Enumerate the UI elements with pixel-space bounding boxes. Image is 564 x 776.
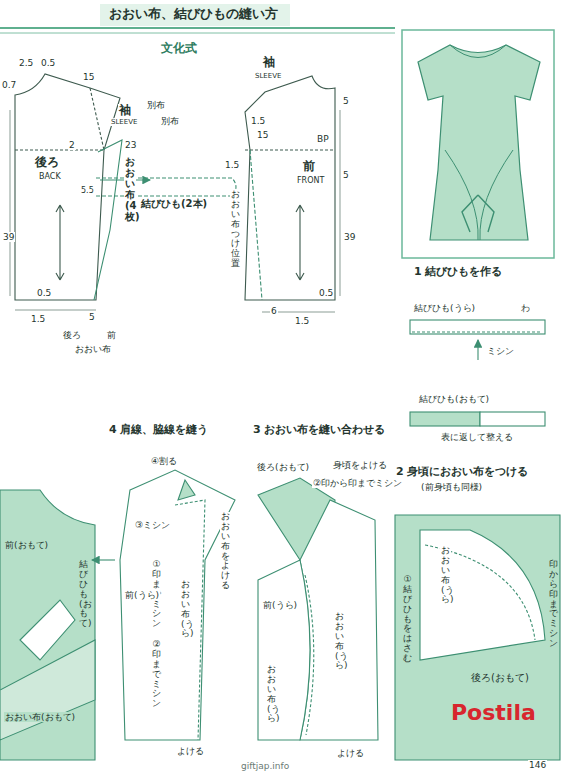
pattern-label: 1.5 (224, 160, 240, 170)
pattern-label: よける (176, 746, 205, 756)
pattern-label: 結びひも(おもて) (418, 394, 490, 404)
vertical-note: おおい布をよける (220, 512, 231, 591)
pattern-label: 後ろ(おもて) (256, 462, 310, 472)
pattern-label: 身頃をよける (332, 460, 388, 470)
pattern-label: 15 (82, 72, 95, 82)
vertical-note: おおい布(うら) (334, 612, 345, 671)
pattern-label: 結びひも(うら) (413, 303, 476, 313)
pattern-label: 23 (124, 140, 137, 150)
pattern-label: わ (520, 303, 531, 313)
pattern-label: 前(うら) (262, 600, 298, 610)
pattern-label: おおい布 (74, 344, 112, 354)
pattern-label: 2 身頃におおい布をつける (395, 466, 529, 479)
pattern-label: 表に返して整える (440, 432, 514, 442)
pattern-label: 0.5 (36, 288, 52, 298)
pattern-label: 結びひも(2本) (140, 198, 208, 210)
vertical-note: おおい布(4枚) (124, 156, 136, 222)
pattern-label: 後ろ (62, 330, 82, 340)
pattern-label: ミシン (486, 346, 515, 356)
pattern-label: おおい布(おもて) (4, 712, 76, 722)
pattern-label: 1.5 (294, 316, 310, 326)
vertical-note: 印から印までミシン (548, 560, 559, 649)
pattern-label: 5 (342, 170, 350, 180)
pattern-label: 0.5 (318, 288, 334, 298)
vertical-note: おおい布つけ位置 (230, 190, 241, 269)
pattern-label: 6 (270, 306, 278, 316)
pattern-label: 2.5 (18, 58, 34, 68)
pattern-label: 袖 (118, 104, 132, 118)
pattern-label: giftjap.info (240, 761, 290, 771)
pattern-label: 別布 (160, 116, 180, 126)
pattern-label: ②印から印までミシン (312, 478, 403, 488)
pattern-label: 前 (106, 330, 117, 340)
pattern-label: FRONT (296, 176, 325, 185)
pattern-label: 39 (343, 232, 356, 242)
pattern-label: 0.7 (1, 80, 17, 90)
pattern-label: 5 (88, 312, 96, 322)
pattern-label: 146 (528, 760, 547, 770)
pattern-label: Postila (450, 700, 537, 725)
pattern-label: よける (336, 748, 365, 758)
pattern-label: 3 おおい布を縫い合わせる (252, 424, 386, 437)
pattern-label: 1.5 (30, 314, 46, 324)
vertical-note: ①結びひもをはさむ (402, 575, 413, 664)
pattern-label: 前(うら) (124, 590, 160, 600)
pattern-label: 前(おもて) (4, 540, 49, 550)
pattern-label: 15 (256, 130, 269, 140)
pattern-label: 別布 (146, 100, 166, 110)
pattern-label: BP (316, 134, 330, 144)
pattern-label: 1.5 (250, 116, 266, 126)
pattern-label: SLEEVE (254, 72, 282, 80)
pattern-label: ③ミシン (134, 520, 171, 530)
pattern-label: (前身頃も同様) (420, 482, 483, 492)
pattern-label: ④割る (150, 456, 178, 466)
page-title: おおい布、結びひもの縫い方 (108, 7, 279, 22)
pattern-label: 5.5 (80, 186, 95, 195)
pattern-label: BACK (38, 172, 62, 181)
pattern-label: 前 (302, 160, 316, 174)
vertical-note: ②印までミシン (151, 640, 162, 709)
pattern-label: 5 (342, 96, 350, 106)
pattern-label: SLEEVE (110, 118, 138, 126)
pattern-label: 1 結びひもを作る (413, 266, 503, 279)
vertical-note: 結びひも(おもて) (78, 560, 89, 629)
pattern-label: 4 肩線、脇線を縫う (108, 424, 209, 437)
pattern-label: 39 (2, 232, 15, 242)
vertical-note: おおい布(うら) (266, 665, 277, 724)
pattern-label: 2 (68, 140, 76, 150)
pattern-label: 袖 (262, 56, 276, 70)
pattern-label: 0.5 (40, 58, 56, 68)
vertical-note: おおい布(うら) (440, 546, 451, 605)
pattern-label: 後ろ(おもて) (470, 672, 530, 684)
pattern-label: 後ろ (34, 156, 60, 170)
pattern-label: 文化式 (160, 42, 198, 56)
vertical-note: おおい布(うら) (180, 580, 191, 639)
